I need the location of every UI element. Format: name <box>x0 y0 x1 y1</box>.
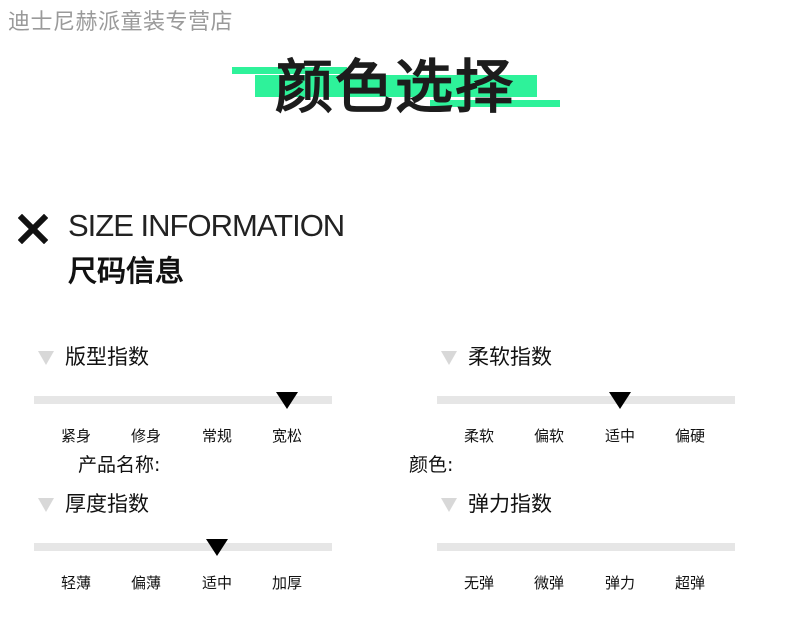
index-scale-bar <box>34 396 332 404</box>
index-label: 厚度指数 <box>65 492 149 516</box>
accent-stripe <box>255 75 537 97</box>
index-option: 适中 <box>201 574 233 592</box>
store-name: 迪士尼赫派童装专营店 <box>8 10 234 35</box>
thickness-index: 厚度指数 轻薄 偏薄 适中 加厚 <box>34 492 354 594</box>
close-x-icon <box>18 214 48 244</box>
accent-stripe <box>430 100 560 107</box>
triangle-icon <box>441 351 457 365</box>
index-marker <box>609 392 631 409</box>
index-option: 轻薄 <box>60 574 92 592</box>
color-label: 颜色: <box>409 454 454 476</box>
index-option: 常规 <box>201 427 233 445</box>
index-option: 偏硬 <box>674 427 706 445</box>
index-option: 柔软 <box>463 427 495 445</box>
index-label: 版型指数 <box>65 345 149 369</box>
index-option: 加厚 <box>271 574 303 592</box>
accent-stripe <box>232 67 347 74</box>
index-label: 弹力指数 <box>468 492 552 516</box>
index-option: 修身 <box>130 427 162 445</box>
size-info-title-zh: 尺码信息 <box>68 254 185 288</box>
index-option: 偏薄 <box>130 574 162 592</box>
index-marker <box>276 392 298 409</box>
index-option: 无弹 <box>463 574 495 592</box>
title-banner: 颜色选择 <box>0 0 790 121</box>
product-name-label: 产品名称: <box>78 454 161 476</box>
triangle-icon <box>38 498 54 512</box>
triangle-icon <box>38 351 54 365</box>
index-option: 宽松 <box>271 427 303 445</box>
index-scale-bar <box>437 543 735 551</box>
index-option: 适中 <box>604 427 636 445</box>
index-option: 微弹 <box>533 574 565 592</box>
index-label: 柔软指数 <box>468 345 552 369</box>
elasticity-index: 弹力指数 无弹 微弹 弹力 超弹 <box>437 492 757 594</box>
index-marker <box>206 539 228 556</box>
triangle-icon <box>441 498 457 512</box>
index-option: 超弹 <box>674 574 706 592</box>
page-title: 颜色选择 <box>274 53 515 121</box>
softness-index: 柔软指数 柔软 偏软 适中 偏硬 <box>437 345 757 447</box>
index-option: 偏软 <box>533 427 565 445</box>
index-option: 紧身 <box>60 427 92 445</box>
index-scale-bar <box>437 396 735 404</box>
index-option: 弹力 <box>604 574 636 592</box>
index-scale-bar <box>34 543 332 551</box>
size-info-title-en: SIZE INFORMATION <box>68 208 345 243</box>
fit-index: 版型指数 紧身 修身 常规 宽松 <box>34 345 354 447</box>
